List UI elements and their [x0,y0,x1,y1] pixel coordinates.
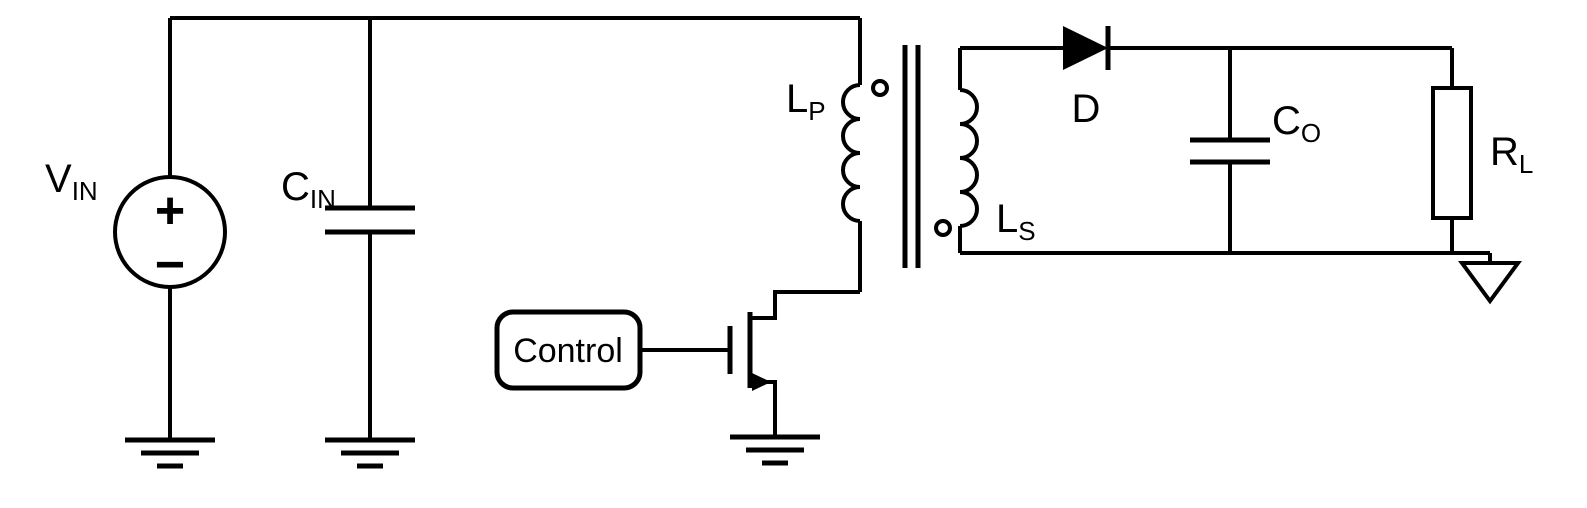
ground-symbol-mosfet [730,434,820,466]
co-label: CO [1272,99,1321,148]
primary-winding [841,83,861,223]
vin-source: + − VIN [45,18,227,440]
rl-label: RL [1490,130,1533,179]
cin-capacitor: CIN [281,18,415,440]
cin-label: CIN [281,165,336,214]
diode: D [960,26,1452,131]
control-label: Control [513,332,623,370]
mosfet-source-arrow-icon [752,373,771,391]
diode-label: D [1072,87,1101,131]
polarity-dot-secondary [934,219,952,237]
ground-lines-cin [325,437,415,469]
wire-mosfet-source [750,380,777,437]
vin-plus-sign: + [155,182,185,240]
mosfet [727,290,860,437]
transformer: LP LS [786,18,1036,292]
wire-mosfet-drain [750,290,860,320]
load-resistor: RL [1431,48,1533,253]
ground-lines-vin [125,437,215,469]
vin-minus-sign: − [155,236,185,294]
rl-body [1431,86,1473,220]
ground-triangle-icon [1458,261,1522,305]
control-block: Control [494,309,730,391]
diode-triangle-icon [1063,26,1108,70]
ls-label: LS [996,197,1036,246]
lp-label: LP [786,77,826,126]
ground-lines-mosfet [730,434,820,466]
ground-symbol-output [1458,253,1522,305]
output-capacitor: CO [1190,48,1321,253]
polarity-dot-primary [871,79,889,97]
vin-label: VIN [45,157,98,206]
ground-symbol-cin [325,437,415,469]
ground-symbol-vin [125,437,215,469]
secondary-winding [959,88,979,228]
